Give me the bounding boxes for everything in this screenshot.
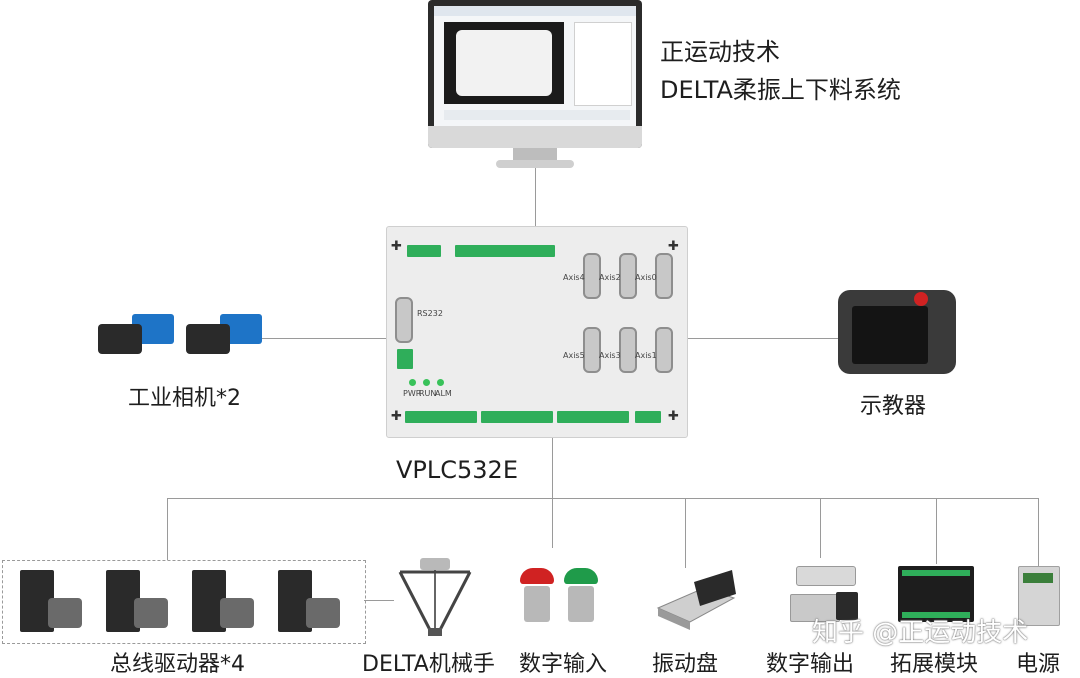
terminal-block-bottom-3	[557, 411, 629, 423]
hmi-screen	[434, 6, 636, 126]
label-digital-output: 数字输出	[766, 652, 855, 677]
delta-robot-icon	[398, 558, 472, 636]
screw-icon: ✚	[668, 239, 679, 254]
red-pushbutton-icon	[520, 568, 554, 584]
axis5-label: Axis5	[563, 351, 585, 360]
teach-pendant	[838, 290, 956, 374]
label-power-supply: 电源	[1016, 652, 1061, 677]
axis2-port	[619, 253, 637, 299]
axis4-label: Axis4	[563, 273, 585, 282]
hmi-title-line1: 正运动技术	[660, 38, 780, 66]
alm-label: ALM	[435, 389, 452, 398]
camera-label: 工业相机*2	[128, 386, 241, 411]
axis0-label: Axis0	[635, 273, 657, 282]
vibration-plate-icon	[656, 570, 736, 630]
terminal-block-top-right	[455, 245, 555, 257]
alm-led	[437, 379, 444, 386]
controller-vplc532e: ✚ ✚ ✚ ✚ RS232 Axis4 Axis2 Axis0 Axis5 Ax…	[386, 226, 688, 438]
industrial-camera-2	[186, 314, 266, 358]
line-controller-to-pendant	[686, 338, 838, 339]
controller-label: VPLC532E	[396, 456, 518, 484]
line-drives-to-robot	[364, 600, 394, 601]
drop-digital-output	[820, 498, 821, 558]
solenoid-valve-icon	[790, 594, 840, 622]
pwr-label: PWR	[403, 389, 422, 398]
run-label: RUN	[419, 389, 437, 398]
line-bus-horizontal	[167, 498, 1038, 499]
terminal-block-bottom-2	[481, 411, 553, 423]
rs232-port	[395, 297, 413, 343]
drives-group-box	[2, 560, 366, 644]
hmi-monitor-chin	[428, 126, 642, 148]
drop-drives	[167, 498, 168, 560]
rs232-label: RS232	[417, 309, 443, 318]
terminal-block-mid-left	[397, 349, 413, 369]
hmi-monitor-stand	[513, 148, 557, 162]
hmi-monitor-base	[496, 160, 574, 168]
drop-power	[1038, 498, 1039, 568]
solenoid-coil-icon	[836, 592, 858, 620]
label-delta-robot: DELTA机械手	[362, 652, 495, 677]
green-pushbutton-icon	[564, 568, 598, 584]
terminal-block-bottom-1	[405, 411, 477, 423]
terminal-block-top-left	[407, 245, 441, 257]
emergency-stop-icon	[914, 292, 928, 306]
line-hmi-to-controller	[535, 168, 536, 226]
green-pushbutton-body	[568, 586, 594, 622]
expansion-module-icon	[898, 566, 974, 622]
terminal-block-bottom-4	[635, 411, 661, 423]
drop-digital-input	[552, 498, 553, 548]
axis5-port	[583, 327, 601, 373]
hmi-monitor	[428, 0, 642, 148]
pneumatic-cylinder-icon	[796, 566, 856, 586]
screw-icon: ✚	[391, 239, 402, 254]
pwr-led	[409, 379, 416, 386]
servo-motor-2	[134, 598, 168, 628]
pendant-label: 示教器	[860, 394, 927, 419]
run-led	[423, 379, 430, 386]
watermark: 知乎 @正运动技术	[812, 618, 1029, 648]
label-expansion-module: 拓展模块	[890, 652, 979, 677]
screw-icon: ✚	[668, 409, 679, 424]
servo-motor-1	[48, 598, 82, 628]
industrial-camera-1	[98, 314, 178, 358]
power-supply-icon	[1018, 566, 1060, 626]
screw-icon: ✚	[391, 409, 402, 424]
axis1-port	[655, 327, 673, 373]
axis0-port	[655, 253, 673, 299]
label-digital-input: 数字输入	[519, 652, 608, 677]
axis2-label: Axis2	[599, 273, 621, 282]
label-bus-drives: 总线驱动器*4	[110, 652, 245, 677]
line-controller-down	[552, 436, 553, 498]
axis4-port	[583, 253, 601, 299]
axis3-label: Axis3	[599, 351, 621, 360]
servo-motor-3	[220, 598, 254, 628]
hmi-title-line2: DELTA柔振上下料系统	[660, 76, 901, 104]
label-vibration-plate: 振动盘	[652, 652, 719, 677]
drop-vibration-plate	[685, 498, 686, 568]
line-camera-to-controller	[258, 338, 386, 339]
red-pushbutton-body	[524, 586, 550, 622]
axis1-label: Axis1	[635, 351, 657, 360]
axis3-port	[619, 327, 637, 373]
servo-motor-4	[306, 598, 340, 628]
drop-expansion-module	[936, 498, 937, 564]
